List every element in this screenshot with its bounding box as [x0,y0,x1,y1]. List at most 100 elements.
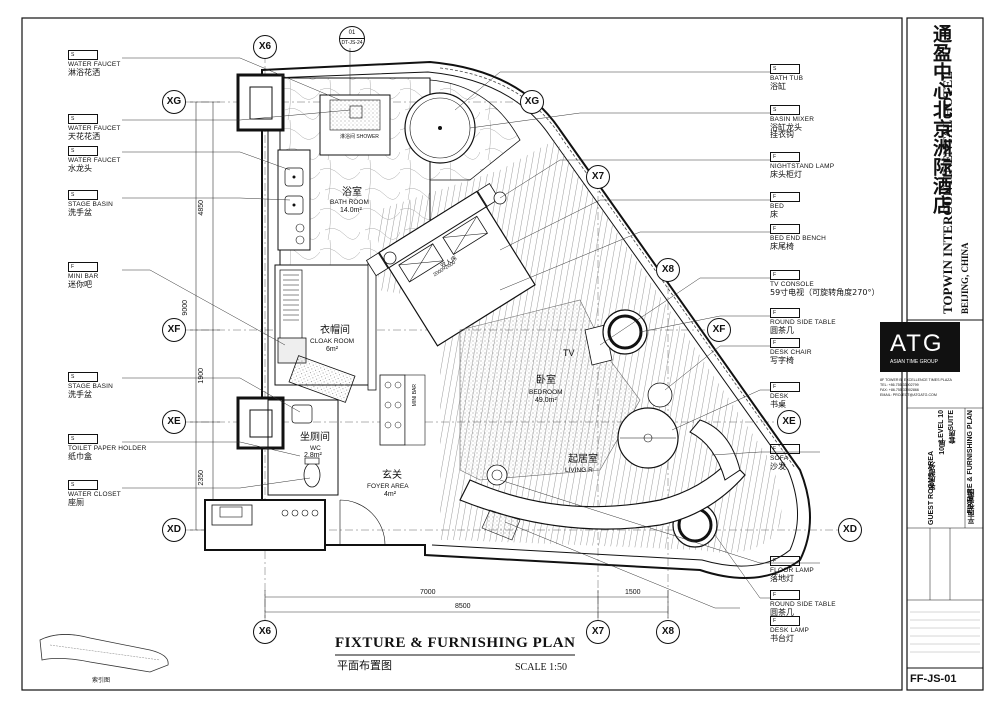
bath-room-area: 14.0m² [340,207,362,214]
right-tag-13-zh: 书台灯 [770,634,794,643]
bed [365,183,536,347]
right-tag-10-zh: 沙发 [770,462,786,471]
atg-contact: 8F TOWER B, EXCELLENCE TIMES PLAZA TEL: … [880,378,960,398]
grid-xd-left: XD [162,518,186,542]
hotel-city: BEIJING, CHINA [960,242,970,314]
grid-xg-left: XG [162,90,186,114]
atg-phone: TEL: +86.755.33902799 [880,383,919,387]
grid-xf-left: XF [162,318,186,342]
suite-inner-wall [271,71,798,567]
right-tag-0-zh: 浴缸 [770,82,786,91]
wc-room [267,399,339,496]
hotel-name-zh: 通盈中心北京洲际酒店 [930,24,952,214]
right-tag-8-code: F [770,338,800,348]
tb-plan-zh: 平面布置图 [968,489,975,524]
right-tag-7-code: F [770,308,800,318]
column-top [236,73,285,132]
left-tag-3-zh: 洗手盆 [68,208,92,217]
tb-suite-en: SUITE [948,410,955,431]
right-tag-6-code: F [770,270,800,280]
suite-outer-wall [261,60,811,579]
tb-area-zh: 客房部分 [929,462,936,490]
left-tag-4-zh: 迷你吧 [68,280,92,289]
right-tag-5-code: F [770,224,800,234]
right-tag-6-zh: 59寸电视（可旋转角度270°） [770,288,880,297]
atg-logo-box [880,322,960,372]
right-tag-1-code: S [770,105,800,115]
right-tag-0-code: S [770,64,800,74]
column-mid [236,396,285,450]
dim-v1: 4850 [198,200,205,216]
right-tag-5-en: BED END BENCH [770,235,827,242]
right-tag-6-en: TV CONSOLE [770,281,814,288]
left-tag-4-code: F [68,262,98,272]
right-tag-11-zh: 落地灯 [770,574,794,583]
dim-h3: 8500 [455,603,471,610]
cloak-room-area: 6m² [326,346,339,353]
entry-door [405,544,426,555]
left-tag-0-code: S [68,50,98,60]
grid-x6-bottom: X6 [253,620,277,644]
grid-x8-top: X8 [656,258,680,282]
grid-xe-left: XE [162,410,186,434]
right-tag-2-zh: 挂衣钩 [770,130,794,139]
grid-x8-bottom: X8 [656,620,680,644]
foyer-en: FOYER AREA [367,483,409,490]
right-tag-8-zh: 写字椅 [770,356,794,365]
dim-h2: 1500 [625,589,641,596]
bath-room-en: BATH ROOM [330,199,369,206]
atg-logo: ATG [890,330,944,357]
bedroom-zh: 卧室 [536,375,556,386]
drawing-number: FF-JS-01 [910,673,957,685]
left-tag-1-en: WATER FAUCET [68,125,121,132]
right-tag-3-zh: 床头柜灯 [770,170,802,179]
left-tag-6-code: S [68,434,98,444]
vanity-counter [277,149,311,251]
hotel-name-en: TOPWIN INTERCONTINENTAL HOTEL [940,71,955,314]
index-label: 索引图 [92,677,111,684]
toilet [303,462,321,488]
right-tag-13-en: DESK LAMP [770,627,810,634]
left-tag-5-en: STAGE BASIN [68,383,114,390]
sheet-title-zh: 平面布置图 [337,659,392,672]
cloak-room-en: CLOAK ROOM [310,338,355,345]
grid-xg-right: XG [520,90,544,114]
living-zh: 起居室 [568,454,598,465]
bedroom-area: 49.0m² [535,397,557,404]
atg-email: EMAIL: PROJECT@ATGATG.COM [880,393,937,397]
right-tag-13-code: F [770,616,800,626]
living-en: LIVING R [565,467,593,474]
shower-en: SHOWER [356,134,379,140]
left-tag-2-zh: 水龙头 [68,164,92,173]
right-tag-7-zh: 圆茶几 [770,326,794,335]
right-tag-9-code: F [770,382,800,392]
right-tag-12-code: F [770,590,800,600]
leaders-left [122,57,351,489]
left-tag-7-zh: 座厕 [68,498,84,507]
wc-zh: 坐厕间 [300,432,330,443]
detail-callout: 01 DT-JS-24 [339,26,365,52]
left-tag-6-zh: 纸巾盒 [68,452,92,461]
left-tag-2-en: WATER FAUCET [68,157,121,164]
right-tag-8-en: DESK CHAIR [770,349,812,356]
index-key-plan [39,634,169,673]
right-tag-11-en: FLOOR LAMP [770,567,814,574]
callout-ref: DT-JS-24 [340,38,364,46]
left-tag-5-code: S [68,372,98,382]
left-tag-4-en: MINI BAR [68,273,99,280]
wc-en: WC [310,445,321,452]
right-tag-9-zh: 书桌 [770,400,786,409]
cloak-room-zh: 衣帽间 [320,325,350,336]
right-tag-4-zh: 床 [770,210,778,219]
left-tag-0-en: WATER FAUCET [68,61,121,68]
wardrobe-tray [288,355,356,403]
tb-level-en: LEVEL 10 [938,410,945,443]
left-tag-7-en: WATER CLOSET [68,491,121,498]
right-tag-7-en: ROUND SIDE TABLE [770,319,836,326]
wc-area: 2.8m² [304,452,322,459]
right-tag-9-en: DESK [770,393,789,400]
right-tag-4-code: F [770,192,800,202]
right-tag-5-zh: 床尾椅 [770,242,794,251]
